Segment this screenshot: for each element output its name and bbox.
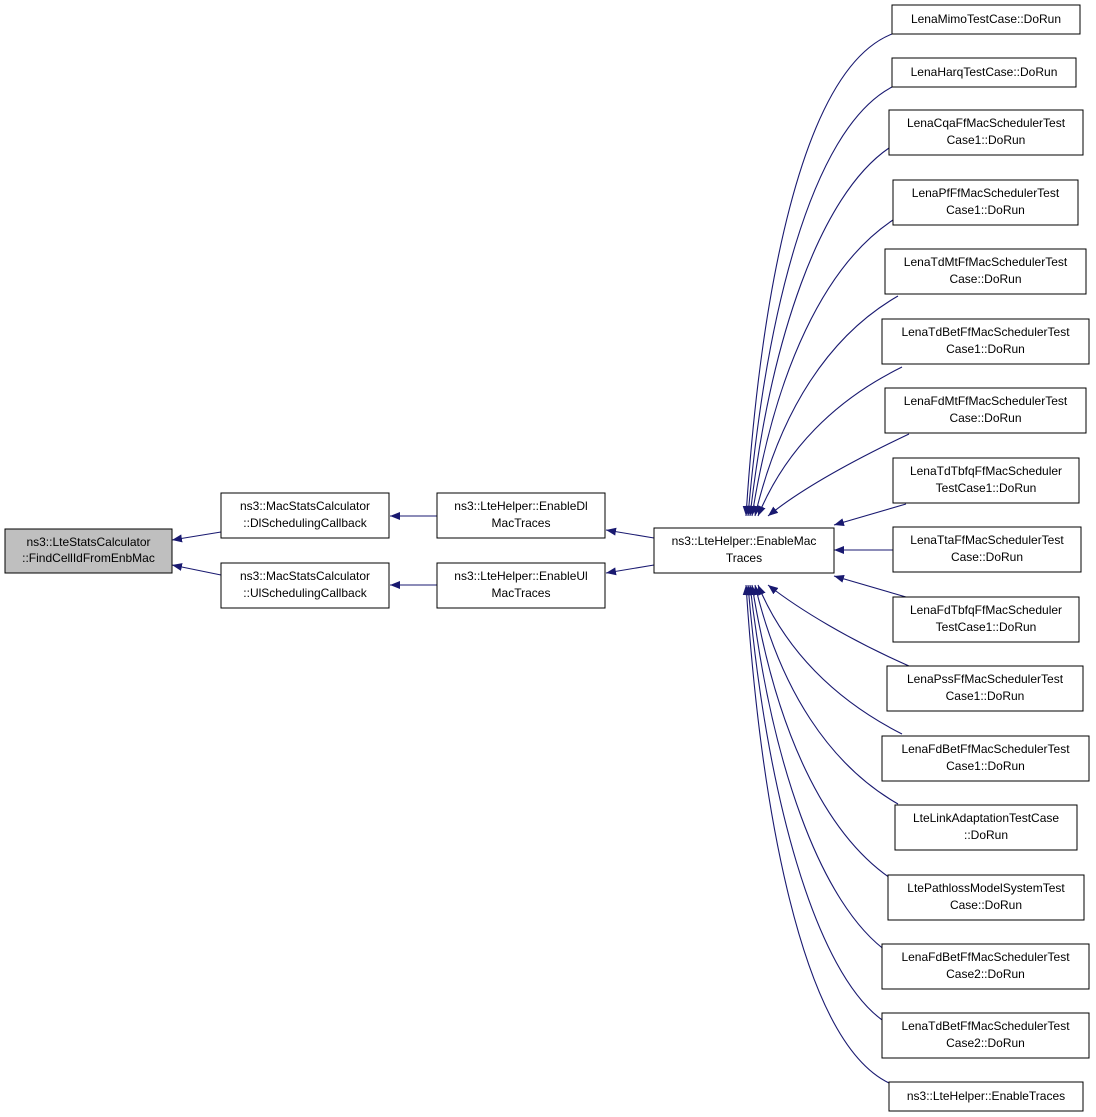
node-label-line: LenaFdBetFfMacSchedulerTest	[901, 950, 1070, 964]
edge-c11-enablemac	[767, 584, 910, 667]
node-label-line: MacTraces	[492, 516, 551, 530]
edge-c15-enablemac	[747, 584, 890, 954]
node-label-line: Case2::DoRun	[946, 1036, 1025, 1050]
node-label-line: LenaPfFfMacSchedulerTest	[912, 186, 1060, 200]
node-label-line: Traces	[726, 551, 762, 565]
edge-enablemac-enabledl	[605, 527, 655, 539]
node-label-line: Case::DoRun	[949, 272, 1021, 286]
node-lena-cqa-ff-mac-scheduler-test-case1[interactable]: LenaCqaFfMacSchedulerTest Case1::DoRun	[888, 109, 1084, 156]
node-lena-mimo-test-case[interactable]: LenaMimoTestCase::DoRun	[891, 4, 1081, 35]
node-label-line: LteLinkAdaptationTestCase	[913, 811, 1059, 825]
node-enable-ul-mac-traces[interactable]: ns3::LteHelper::EnableUl MacTraces	[436, 562, 606, 609]
node-lte-helper-enable-traces[interactable]: ns3::LteHelper::EnableTraces	[888, 1081, 1084, 1112]
node-label-line: ns3::LteHelper::EnableTraces	[907, 1089, 1065, 1103]
node-label-line: LenaTdBetFfMacSchedulerTest	[901, 325, 1070, 339]
node-label-line: ns3::LteHelper::EnableUl	[454, 569, 587, 583]
node-label-line: Case1::DoRun	[946, 203, 1025, 217]
node-label-line: Case1::DoRun	[946, 759, 1025, 773]
node-label-line: LenaTdBetFfMacSchedulerTest	[901, 1019, 1070, 1033]
node-label-line: Case1::DoRun	[947, 133, 1026, 147]
node-label-line: ns3::LteHelper::EnableDl	[454, 499, 587, 513]
node-lena-td-bet-ff-mac-scheduler-test-case1[interactable]: LenaTdBetFfMacSchedulerTest Case1::DoRun	[881, 318, 1090, 365]
node-label-line: LenaPssFfMacSchedulerTest	[907, 672, 1064, 686]
edge-c6-enablemac	[757, 366, 903, 517]
node-lena-fd-bet-ff-mac-scheduler-test-case2[interactable]: LenaFdBetFfMacSchedulerTest Case2::DoRun	[881, 943, 1090, 990]
edge-c10-enablemac	[833, 574, 907, 598]
node-lena-pf-ff-mac-scheduler-test-case1[interactable]: LenaPfFfMacSchedulerTest Case1::DoRun	[892, 179, 1079, 226]
node-lena-tta-ff-mac-scheduler-test-case[interactable]: LenaTtaFfMacSchedulerTest Case::DoRun	[892, 526, 1082, 573]
node-label-line: LenaFdMtFfMacSchedulerTest	[904, 394, 1068, 408]
node-lena-td-mt-ff-mac-scheduler-test-case[interactable]: LenaTdMtFfMacSchedulerTest Case::DoRun	[884, 248, 1087, 295]
node-label-line: LenaTdTbfqFfMacScheduler	[910, 464, 1062, 478]
node-label-line: Case1::DoRun	[946, 342, 1025, 356]
node-label-line: ::UlSchedulingCallback	[243, 586, 367, 600]
edge-c12-enablemac	[757, 584, 903, 735]
edge-c13-enablemac	[753, 584, 899, 805]
edge-c2-enablemac	[744, 86, 893, 517]
node-label-line: ns3::MacStatsCalculator	[240, 569, 370, 583]
node-label-line: TestCase1::DoRun	[936, 481, 1037, 495]
node-ul-scheduling-callback[interactable]: ns3::MacStatsCalculator ::UlSchedulingCa…	[220, 562, 390, 609]
node-label-line: Case::DoRun	[951, 550, 1023, 564]
node-label-line: LtePathlossModelSystemTest	[907, 881, 1065, 895]
node-label-line: ::FindCellIdFromEnbMac	[22, 551, 155, 565]
node-lena-pss-ff-mac-scheduler-test-case1[interactable]: LenaPssFfMacSchedulerTest Case1::DoRun	[886, 665, 1084, 712]
edge-c1-enablemac	[742, 33, 893, 517]
node-label-line: Case::DoRun	[949, 411, 1021, 425]
node-lte-pathloss-model-system-test-case[interactable]: LtePathlossModelSystemTest Case::DoRun	[887, 874, 1085, 921]
edge-c4-enablemac	[749, 219, 894, 517]
edge-c3-enablemac	[747, 147, 890, 517]
call-edges	[171, 33, 910, 1084]
node-label-line: TestCase1::DoRun	[936, 620, 1037, 634]
node-lena-td-tbfq-ff-mac-scheduler-test-case1[interactable]: LenaTdTbfqFfMacScheduler TestCase1::DoRu…	[892, 457, 1080, 504]
edge-dlsched-root	[171, 531, 222, 543]
node-lena-fd-tbfq-ff-mac-scheduler-test-case1[interactable]: LenaFdTbfqFfMacScheduler TestCase1::DoRu…	[892, 596, 1080, 643]
node-label-line: LenaTtaFfMacSchedulerTest	[910, 533, 1064, 547]
edge-ulsched-root	[171, 563, 222, 576]
node-find-cell-id-from-enb-mac[interactable]: ns3::LteStatsCalculator ::FindCellIdFrom…	[4, 528, 173, 574]
edge-c17-enablemac	[742, 584, 890, 1084]
node-label-line: MacTraces	[492, 586, 551, 600]
node-lena-fd-bet-ff-mac-scheduler-test-case1[interactable]: LenaFdBetFfMacSchedulerTest Case1::DoRun	[881, 735, 1090, 782]
node-label-line: LenaTdMtFfMacSchedulerTest	[904, 255, 1068, 269]
node-label-line: LenaHarqTestCase::DoRun	[911, 65, 1058, 79]
edge-c8-enablemac	[833, 503, 907, 527]
node-label-line: ns3::LteStatsCalculator	[26, 535, 150, 549]
node-label-line: LenaFdTbfqFfMacScheduler	[910, 603, 1062, 617]
node-enable-mac-traces[interactable]: ns3::LteHelper::EnableMac Traces	[653, 527, 835, 574]
node-label-line: ns3::LteHelper::EnableMac	[672, 534, 817, 548]
node-label-line: LenaCqaFfMacSchedulerTest	[907, 116, 1066, 130]
node-label-line: LenaMimoTestCase::DoRun	[911, 12, 1061, 26]
node-lena-fd-mt-ff-mac-scheduler-test-case[interactable]: LenaFdMtFfMacSchedulerTest Case::DoRun	[884, 387, 1087, 434]
node-label-line: ns3::MacStatsCalculator	[240, 499, 370, 513]
node-label-line: ::DoRun	[964, 828, 1008, 842]
node-enable-dl-mac-traces[interactable]: ns3::LteHelper::EnableDl MacTraces	[436, 492, 606, 539]
edge-c7-enablemac	[767, 433, 910, 517]
node-label-line: ::DlSchedulingCallback	[243, 516, 367, 530]
node-lte-link-adaptation-test-case[interactable]: LteLinkAdaptationTestCase ::DoRun	[894, 804, 1078, 851]
edge-c16-enablemac	[744, 584, 886, 1023]
node-lena-harq-test-case[interactable]: LenaHarqTestCase::DoRun	[891, 57, 1077, 88]
node-label-line: Case2::DoRun	[946, 967, 1025, 981]
node-label-line: Case1::DoRun	[946, 689, 1025, 703]
node-label-line: LenaFdBetFfMacSchedulerTest	[901, 742, 1070, 756]
node-lena-td-bet-ff-mac-scheduler-test-case2[interactable]: LenaTdBetFfMacSchedulerTest Case2::DoRun	[881, 1012, 1090, 1059]
edge-c5-enablemac	[753, 295, 899, 517]
node-dl-scheduling-callback[interactable]: ns3::MacStatsCalculator ::DlSchedulingCa…	[220, 492, 390, 539]
edge-enablemac-enableul	[605, 564, 655, 576]
edge-c14-enablemac	[749, 584, 894, 881]
node-label-line: Case::DoRun	[950, 898, 1022, 912]
